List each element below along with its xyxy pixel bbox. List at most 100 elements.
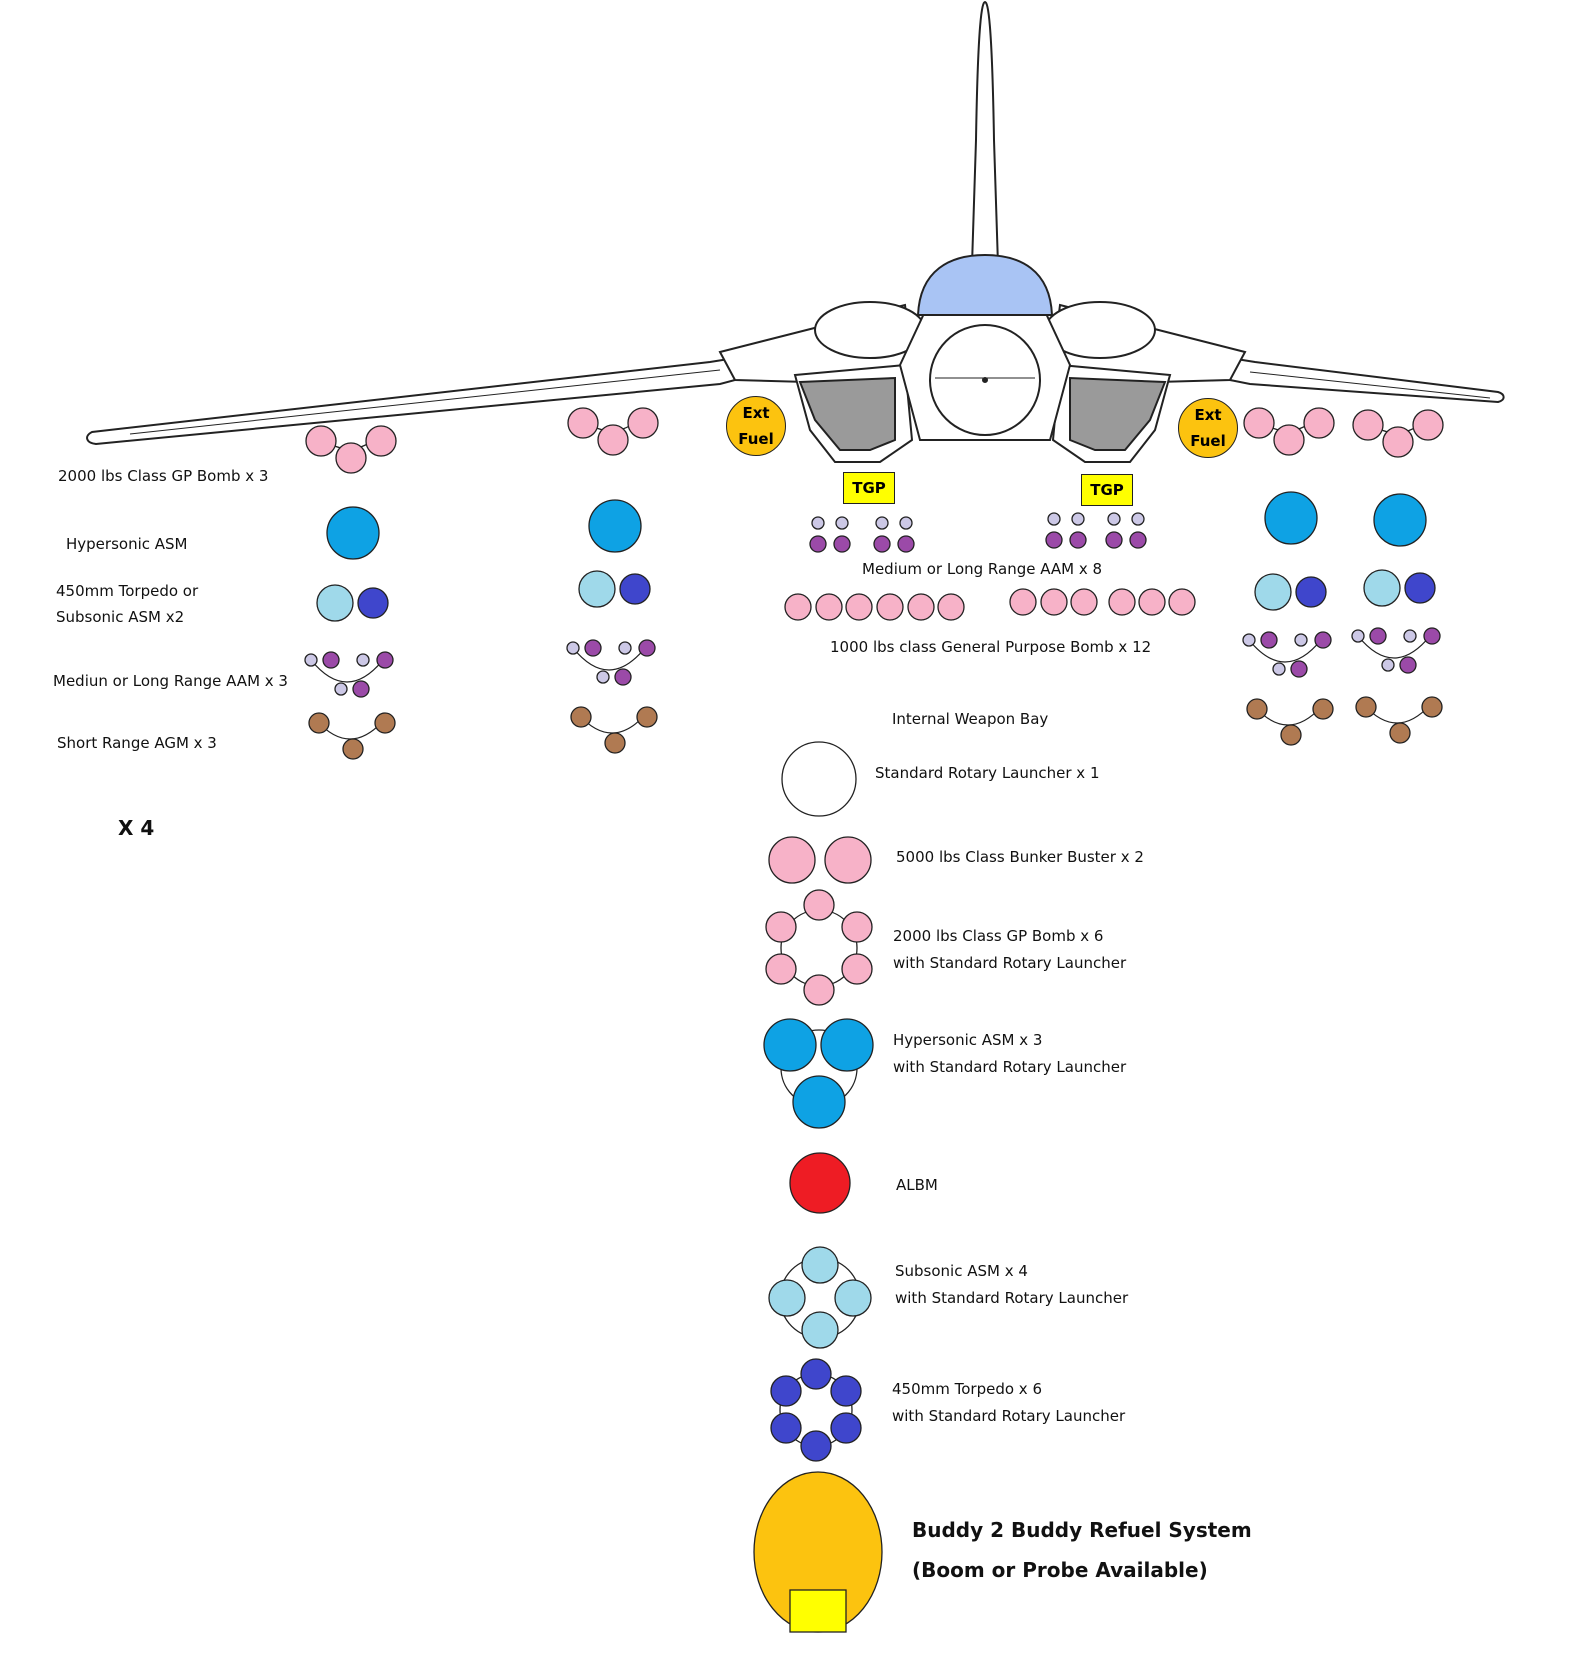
aam-light-icon bbox=[1272, 662, 1286, 676]
albm-icon bbox=[789, 1152, 851, 1214]
buddy-refuel-subtitle: (Boom or Probe Available) bbox=[912, 1558, 1208, 1582]
torpedo-icon bbox=[770, 1375, 802, 1407]
gp-bomb-icon bbox=[1243, 407, 1275, 439]
gp-bomb-icon bbox=[567, 407, 599, 439]
aircraft-front-view bbox=[86, 0, 1505, 463]
gp-bomb-icon bbox=[597, 424, 629, 456]
aam-icon bbox=[873, 535, 891, 553]
bay-item-hypersonic-3: Hypersonic ASM x 3 bbox=[893, 1031, 1043, 1049]
bay-item-albm: ALBM bbox=[896, 1176, 938, 1194]
torpedo-icon bbox=[619, 573, 651, 605]
tgp-pod-left: TGP bbox=[843, 472, 895, 504]
aam-icon bbox=[584, 639, 602, 657]
aam-light-icon bbox=[1107, 512, 1121, 526]
gp-bomb-icon bbox=[365, 425, 397, 457]
aam-icon bbox=[376, 651, 394, 669]
subsonic-asm-icon bbox=[316, 584, 354, 622]
aam-icon bbox=[1105, 531, 1123, 549]
short-range-agm-icon bbox=[308, 712, 330, 734]
hypersonic-asm-icon bbox=[792, 1075, 846, 1129]
gp-bomb-icon bbox=[1273, 424, 1305, 456]
hypersonic-asm-icon bbox=[1373, 493, 1427, 547]
hypersonic-asm-icon bbox=[820, 1018, 874, 1072]
internal-bay-title: Internal Weapon Bay bbox=[892, 710, 1049, 728]
aam-light-icon bbox=[1242, 633, 1256, 647]
external-stores bbox=[304, 407, 1444, 760]
subsonic-asm-icon bbox=[801, 1246, 839, 1284]
aam-rack-arc bbox=[310, 659, 384, 683]
label-aam-8: Medium or Long Range AAM x 8 bbox=[862, 560, 1103, 578]
short-range-agm-icon bbox=[570, 706, 592, 728]
vertical-tail bbox=[970, 0, 1000, 266]
bay-item-subsonic-4: Subsonic ASM x 4 bbox=[895, 1262, 1028, 1280]
gp-bomb-1000-icon bbox=[815, 593, 843, 621]
buddy-refuel-title: Buddy 2 Buddy Refuel System bbox=[912, 1518, 1252, 1542]
bay-item-subsonic-4-line2: with Standard Rotary Launcher bbox=[895, 1289, 1129, 1307]
gp-bomb-icon bbox=[627, 407, 659, 439]
gp-bomb-icon bbox=[803, 974, 835, 1006]
torpedo-icon bbox=[800, 1430, 832, 1462]
subsonic-asm-icon bbox=[1363, 569, 1401, 607]
canopy bbox=[916, 253, 1054, 316]
aam-light-icon bbox=[875, 516, 889, 530]
gp-bomb-icon bbox=[841, 911, 873, 943]
bunker-buster-icon bbox=[768, 836, 816, 884]
short-range-agm-icon bbox=[1246, 698, 1268, 720]
aam-light-icon bbox=[596, 670, 610, 684]
aam-rack-arc bbox=[1248, 639, 1322, 663]
short-range-agm-icon bbox=[342, 738, 364, 760]
bay-item-torpedo-6: 450mm Torpedo x 6 bbox=[892, 1380, 1042, 1398]
aam-light-icon bbox=[618, 641, 632, 655]
aam-icon bbox=[1369, 627, 1387, 645]
aam-icon bbox=[897, 535, 915, 553]
aam-light-icon bbox=[1294, 633, 1308, 647]
gp-bomb-1000-icon bbox=[1138, 588, 1166, 616]
hypersonic-asm-icon bbox=[763, 1018, 817, 1072]
label-gp-bomb-3: 2000 lbs Class GP Bomb x 3 bbox=[58, 467, 269, 485]
label-torpedo-or-asm-line2: Subsonic ASM x2 bbox=[56, 608, 185, 626]
aam-icon bbox=[1423, 627, 1441, 645]
aam-rack-arc bbox=[572, 647, 646, 671]
short-range-agm-icon bbox=[1421, 696, 1443, 718]
aam-light-icon bbox=[1403, 629, 1417, 643]
aam-light-icon bbox=[835, 516, 849, 530]
gp-bomb-1000-icon bbox=[845, 593, 873, 621]
subsonic-asm-icon bbox=[834, 1279, 872, 1317]
gp-bomb-1000-icon bbox=[907, 593, 935, 621]
refuel-boom-icon bbox=[789, 1589, 847, 1633]
torpedo-icon bbox=[357, 587, 389, 619]
gp-bomb-1000-icon bbox=[1168, 588, 1196, 616]
aam-icon bbox=[614, 668, 632, 686]
gp-bomb-icon bbox=[1382, 426, 1414, 458]
aam-icon bbox=[638, 639, 656, 657]
gp-bomb-icon bbox=[765, 953, 797, 985]
short-range-agm-icon bbox=[1389, 722, 1411, 744]
gp-bomb-icon bbox=[1412, 409, 1444, 441]
aam-icon bbox=[1260, 631, 1278, 649]
aam-light-icon bbox=[811, 516, 825, 530]
gp-bomb-1000-icon bbox=[1108, 588, 1136, 616]
hypersonic-asm-icon bbox=[1264, 491, 1318, 545]
torpedo-icon bbox=[830, 1412, 862, 1444]
bay-item-gp-bomb-6-line2: with Standard Rotary Launcher bbox=[893, 954, 1127, 972]
aam-light-icon bbox=[566, 641, 580, 655]
label-bomb-12: 1000 lbs class General Purpose Bomb x 12 bbox=[830, 638, 1152, 656]
hypersonic-asm-icon bbox=[588, 499, 642, 553]
gp-bomb-icon bbox=[1352, 409, 1384, 441]
gp-bomb-1000-icon bbox=[1009, 588, 1037, 616]
aam-light-icon bbox=[1381, 658, 1395, 672]
aam-light-icon bbox=[334, 682, 348, 696]
gp-bomb-icon bbox=[841, 953, 873, 985]
left-wing bbox=[86, 356, 736, 446]
ext-fuel-label-line2: Fuel bbox=[738, 430, 774, 448]
hypersonic-asm-icon bbox=[326, 506, 380, 560]
label-multiplier: X 4 bbox=[118, 816, 155, 840]
label-hypersonic-asm: Hypersonic ASM bbox=[66, 535, 188, 553]
bay-item-bunker-buster: 5000 lbs Class Bunker Buster x 2 bbox=[896, 848, 1144, 866]
aam-icon bbox=[352, 680, 370, 698]
aam-rack-arc bbox=[1357, 635, 1431, 659]
bay-item-rotary-launcher: Standard Rotary Launcher x 1 bbox=[875, 764, 1100, 782]
internal-bay-stores bbox=[753, 741, 883, 1633]
aam-light-icon bbox=[356, 653, 370, 667]
